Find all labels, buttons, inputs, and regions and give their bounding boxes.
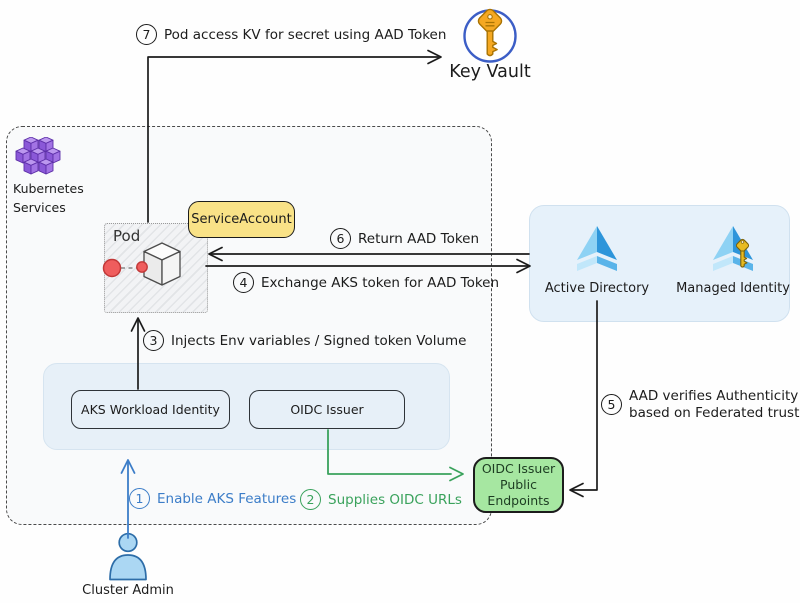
oidc-issuer-label: OIDC Issuer: [290, 402, 364, 417]
step-2-annotation: 2 Supplies OIDC URLs: [300, 489, 462, 510]
step-2-number: 2: [300, 489, 321, 510]
step-6-annotation: 6 Return AAD Token: [330, 228, 479, 249]
cluster-admin-label: Cluster Admin: [82, 583, 174, 598]
step-7-text: Pod access KV for secret using AAD Token: [164, 26, 447, 43]
step-7-annotation: 7 Pod access KV for secret using AAD Tok…: [136, 24, 446, 45]
step-5-text-line2: based on Federated trust: [629, 404, 800, 421]
step-1-number: 1: [129, 488, 150, 509]
step-2-text: Supplies OIDC URLs: [328, 491, 462, 508]
active-directory-label: Active Directory: [544, 281, 650, 296]
active-directory-icon: [577, 226, 617, 271]
step-7-number: 7: [136, 24, 157, 45]
step-6-text: Return AAD Token: [358, 230, 480, 247]
oidc-endpoints-line2: Public: [500, 476, 537, 492]
step-5-text-line1: AAD verifies Authenticity: [629, 388, 799, 404]
oidc-endpoints-line3: Endpoints: [487, 493, 550, 509]
key-icon: [477, 8, 503, 57]
service-account-label: ServiceAccount: [191, 212, 292, 227]
pod-label: Pod: [113, 227, 141, 245]
oidc-issuer-node: OIDC Issuer: [249, 390, 405, 429]
pod-node: Pod: [104, 223, 208, 313]
kubernetes-label-line1: Kubernetes: [13, 181, 84, 196]
cluster-admin-icon: [109, 532, 147, 581]
key-vault-label: Key Vault: [449, 62, 531, 82]
step-4-text: Exchange AKS token for AAD Token: [261, 274, 500, 291]
managed-identity-icon: [713, 226, 753, 271]
step-1-text: Enable AKS Features: [157, 490, 297, 507]
key-vault-icon: [463, 8, 517, 63]
aks-workload-identity-node: AKS Workload Identity: [71, 390, 230, 429]
service-account-node: ServiceAccount: [188, 201, 295, 238]
step-6-number: 6: [330, 228, 351, 249]
key-icon: [735, 238, 750, 268]
kubernetes-label-line2: Services: [13, 200, 66, 216]
step-4-number: 4: [233, 272, 254, 293]
step-3-text: Injects Env variables / Signed token Vol…: [171, 332, 467, 349]
oidc-endpoints-line1: OIDC Issuer: [481, 460, 556, 476]
managed-identity-label: Managed Identity: [676, 281, 790, 296]
aks-workload-identity-label: AKS Workload Identity: [81, 402, 220, 417]
kubernetes-services-label: Kubernetes Services: [13, 179, 84, 218]
step-5-annotation: 5 AAD verifies Authenticity based on Fed…: [601, 388, 799, 422]
step-4-annotation: 4 Exchange AKS token for AAD Token: [233, 272, 499, 293]
step-1-annotation: 1 Enable AKS Features: [129, 488, 296, 509]
arrow-aad-verifies: [569, 300, 598, 498]
kubernetes-services-icon: [15, 137, 61, 175]
step-3-annotation: 3 Injects Env variables / Signed token V…: [143, 330, 467, 351]
step-5-text: AAD verifies Authenticity based on Feder…: [629, 388, 799, 422]
step-5-number: 5: [601, 394, 622, 416]
oidc-public-endpoints-node: OIDC Issuer Public Endpoints: [473, 457, 564, 513]
step-3-number: 3: [143, 330, 164, 351]
